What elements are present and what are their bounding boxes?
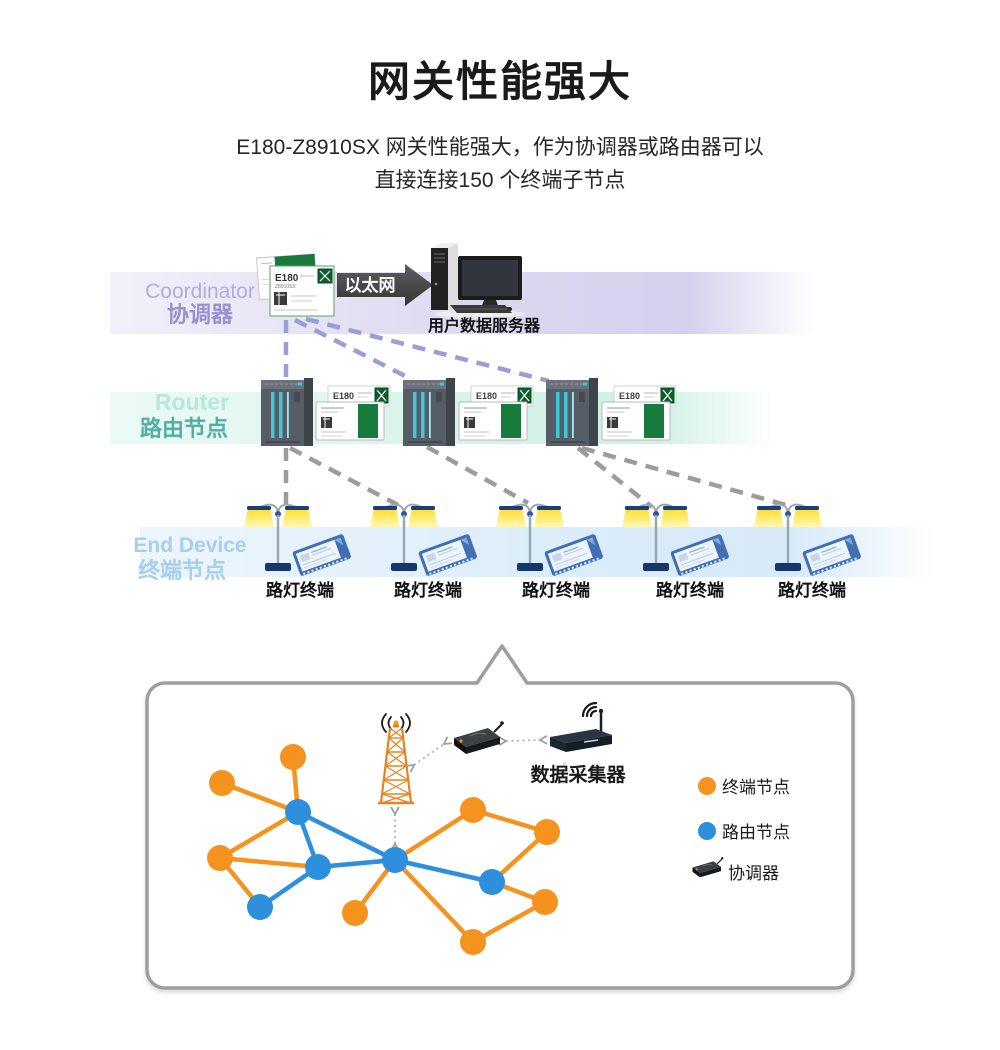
topology-edge <box>392 857 495 885</box>
topology-edge <box>217 809 301 861</box>
coordinator-router-links <box>283 316 550 384</box>
topology-node-end <box>460 797 486 823</box>
topology-node-end <box>534 819 560 845</box>
topology-node-end <box>342 900 368 926</box>
lamp-label: 路灯终端 <box>266 580 334 600</box>
topology-node-end <box>207 845 233 871</box>
topology-edge <box>392 807 476 863</box>
topology-edge <box>217 855 321 870</box>
lamp-label: 路灯终端 <box>522 580 590 600</box>
server-label: 用户数据服务器 <box>428 316 541 335</box>
header: 网关性能强大 E180-Z8910SX 网关性能强大，作为协调器或路由器可以 直… <box>0 0 1000 197</box>
router-label-en: Router <box>155 389 229 415</box>
lamp-label: 路灯终端 <box>778 580 846 600</box>
lamp-label: 路灯终端 <box>656 580 724 600</box>
lamp-label: 路灯终端 <box>394 580 462 600</box>
topology-edge <box>470 899 548 945</box>
legend-label-coordinator: 协调器 <box>728 864 779 883</box>
topology-edge <box>295 809 398 863</box>
wireless-links <box>390 735 548 852</box>
topology-edge <box>392 857 476 945</box>
coordinator-label-zh: 协调器 <box>167 302 234 327</box>
topology-node-end <box>532 889 558 915</box>
data-collector-label: 数据采集器 <box>530 763 626 786</box>
page-title: 网关性能强大 <box>367 58 632 105</box>
legend-label-end: 终端节点 <box>722 778 790 797</box>
topology-node-router <box>479 869 505 895</box>
subtitle-line-1: E180-Z8910SX 网关性能强大，作为协调器或路由器可以 <box>236 136 764 159</box>
topology-node-router <box>305 854 331 880</box>
coordinator-label-en: Coordinator <box>145 280 255 303</box>
topology-node-router <box>247 894 273 920</box>
end-device-label-zh: 终端节点 <box>138 558 226 583</box>
router-node-legend-dot <box>698 822 716 840</box>
end-device-label-en: End Device <box>133 534 246 557</box>
legend: 终端节点 路由节点 协调器 <box>691 777 790 883</box>
network-tiers-diagram: E180 <box>110 243 935 600</box>
legend-label-router: 路由节点 <box>722 823 790 842</box>
router-label-zh: 路由节点 <box>140 416 228 441</box>
topology-node-router <box>285 799 311 825</box>
desktop-server-icon <box>431 243 526 318</box>
ethernet-arrow <box>337 264 433 306</box>
mesh-topology-panel: 数据采集器 终端节点 路由节点 协调器 <box>145 644 855 990</box>
topology-nodes <box>207 744 560 955</box>
radio-tower-icon <box>378 713 414 805</box>
topology-edge <box>219 780 301 815</box>
topology-node-end <box>460 929 486 955</box>
subtitle-line-2: 直接连接150 个终端子节点 <box>374 169 626 192</box>
topology-node-router <box>382 847 408 873</box>
topology-node-end <box>209 770 235 796</box>
data-collector-icon <box>550 701 612 784</box>
router-lamp-links <box>283 445 787 509</box>
topology-node-end <box>280 744 306 770</box>
ethernet-label: 以太网 <box>345 275 396 295</box>
end-node-legend-dot <box>698 777 716 795</box>
